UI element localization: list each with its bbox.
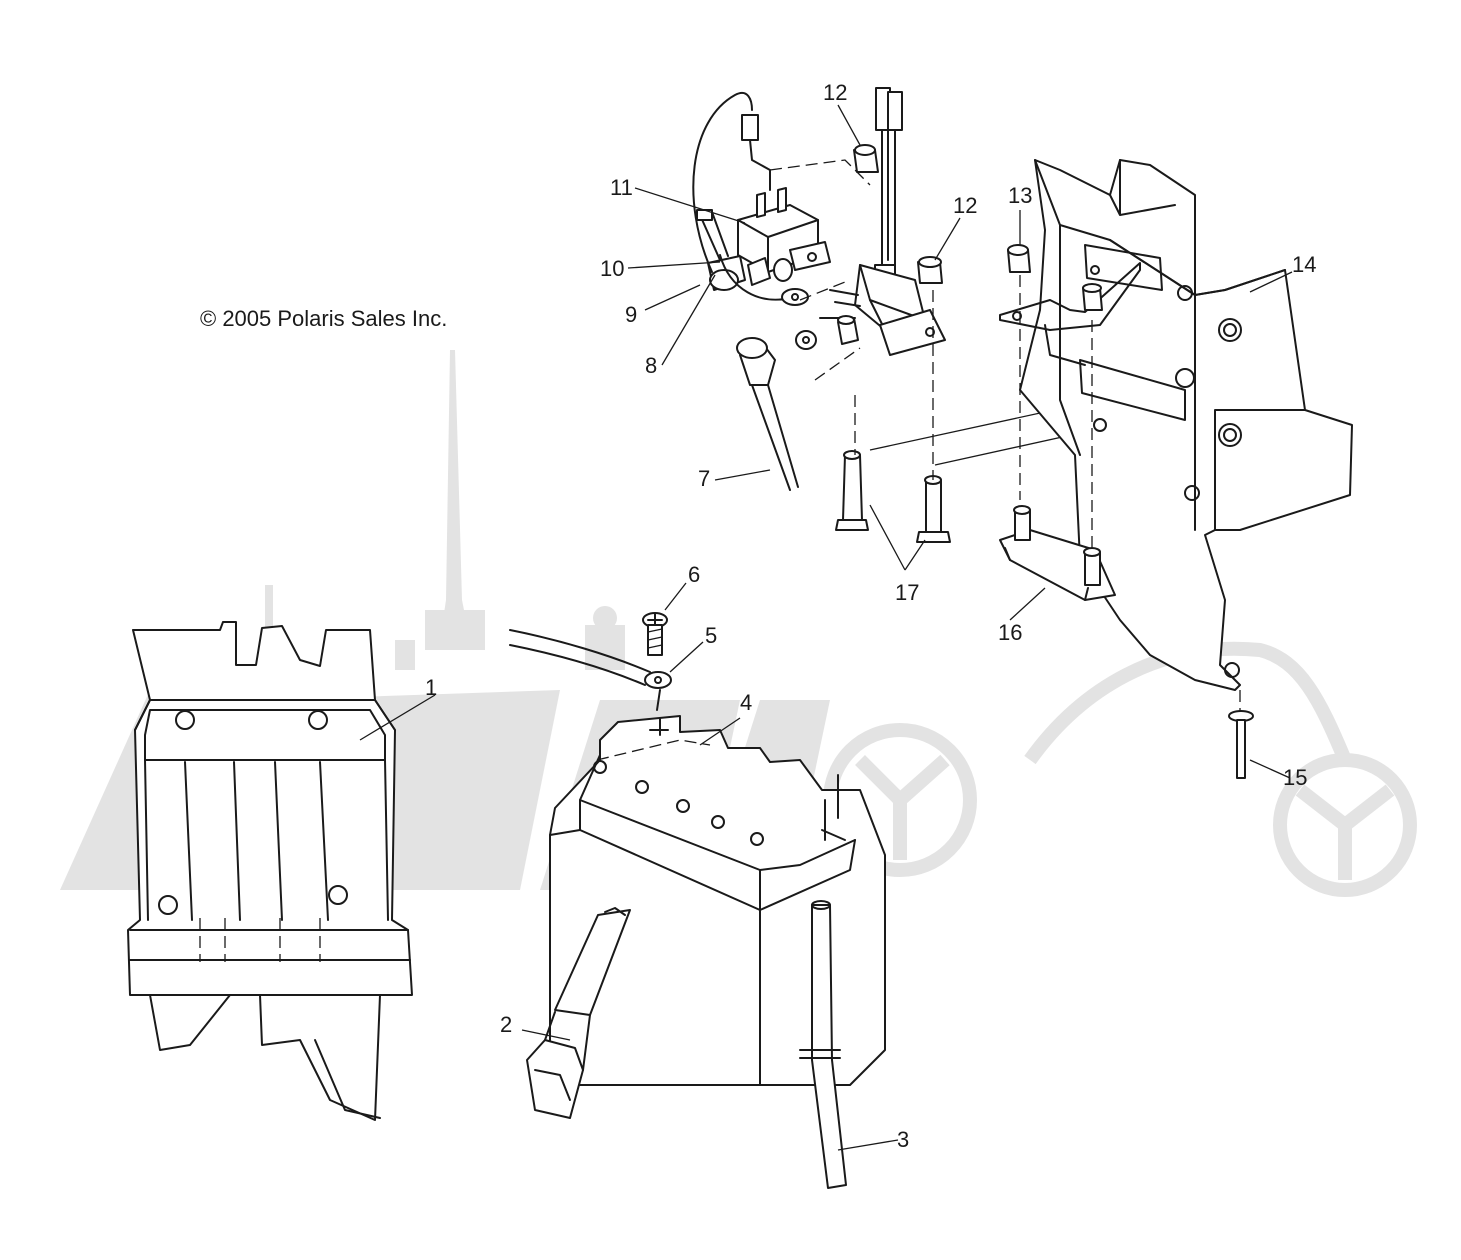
callout-12-right: 12 bbox=[953, 193, 977, 218]
callout-14: 14 bbox=[1292, 252, 1316, 277]
callout-2: 2 bbox=[500, 1012, 512, 1037]
nut-part-12-b bbox=[917, 256, 943, 284]
leader-lines bbox=[359, 104, 1293, 1151]
callout-11: 11 bbox=[610, 175, 633, 200]
callout-10: 10 bbox=[600, 256, 624, 281]
callout-5: 5 bbox=[705, 623, 717, 648]
copyright-text: © 2005 Polaris Sales Inc. bbox=[200, 306, 447, 331]
callout-4: 4 bbox=[740, 690, 752, 715]
callout-3: 3 bbox=[897, 1127, 909, 1152]
battery-strap-part-2 bbox=[526, 907, 631, 1119]
stud-plate-part-16 bbox=[999, 320, 1116, 601]
rivet-part-15 bbox=[1228, 690, 1254, 779]
callout-17: 17 bbox=[895, 580, 919, 605]
callout-8: 8 bbox=[645, 353, 657, 378]
mounting-bracket-part-14 bbox=[999, 159, 1353, 691]
relay-part-11 bbox=[737, 159, 871, 273]
callout-16: 16 bbox=[998, 620, 1022, 645]
battery-part-4 bbox=[549, 689, 886, 1086]
callout-12-top: 12 bbox=[823, 80, 847, 105]
cable-boot-part-7 bbox=[736, 337, 799, 491]
screw-part-6 bbox=[642, 612, 668, 656]
vent-tube-part-3 bbox=[799, 900, 847, 1189]
callout-6: 6 bbox=[688, 562, 700, 587]
callout-9: 9 bbox=[625, 302, 637, 327]
callout-15: 15 bbox=[1283, 765, 1307, 790]
washers-and-nuts bbox=[747, 257, 859, 350]
callout-13: 13 bbox=[1008, 183, 1032, 208]
nut-part-13 bbox=[1007, 244, 1103, 500]
wire-part-9 bbox=[692, 91, 771, 273]
cable-part-5 bbox=[509, 629, 672, 689]
solenoid-assembly bbox=[799, 87, 946, 381]
callout-7: 7 bbox=[698, 466, 710, 491]
wire-part-10 bbox=[719, 254, 809, 306]
nut-part-12-a bbox=[853, 144, 879, 173]
callout-labels: 1 2 3 4 5 6 7 8 9 10 11 12 12 13 14 15 1… bbox=[425, 80, 1316, 1152]
battery-box-part-1 bbox=[127, 621, 413, 1121]
callout-1: 1 bbox=[425, 675, 437, 700]
